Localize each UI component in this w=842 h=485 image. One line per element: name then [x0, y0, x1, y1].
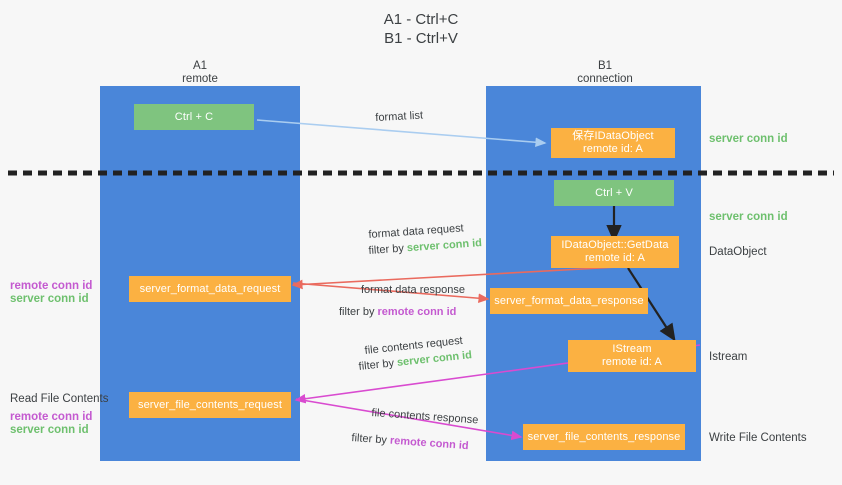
box-istream[interactable]: IStream remote id: A	[568, 340, 696, 372]
box-istream-line1: IStream	[612, 343, 652, 355]
label-remote-conn-id-lower: remote conn id	[10, 411, 93, 423]
edge-label-format-data-response-filter: filter by remote conn id	[339, 305, 456, 320]
label-dataobject: DataObject	[709, 246, 767, 258]
box-server-file-contents-response-label: server_file_contents_response	[527, 430, 681, 443]
box-idataobject-getdata-line2: remote id: A	[585, 252, 645, 264]
box-save-idataobject-line2: remote id: A	[583, 143, 643, 155]
column-header-b1-sub: connection	[577, 73, 633, 85]
box-server-file-contents-request[interactable]: server_file_contents_request	[129, 392, 291, 418]
label-server-conn-id-top: server conn id	[709, 133, 788, 145]
edge-label-format-data-response: format data response	[361, 284, 465, 296]
label-remote-conn-id-upper: remote conn id	[10, 280, 93, 292]
box-server-format-data-response[interactable]: server_format_data_response	[490, 288, 648, 314]
column-header-b1-name: B1	[597, 60, 613, 72]
column-header-a1-sub: remote	[182, 73, 218, 85]
box-server-file-contents-request-label: server_file_contents_request	[137, 398, 283, 411]
column-header-a1-name: A1	[192, 60, 208, 72]
box-idataobject-getdata-line1: IDataObject::GetData	[561, 239, 669, 251]
box-istream-line2: remote id: A	[602, 356, 662, 368]
box-idataobject-getdata[interactable]: IDataObject::GetData remote id: A	[551, 236, 679, 268]
edge-label-file-contents-response-filter: filter by remote conn id	[351, 431, 469, 454]
box-server-file-contents-response[interactable]: server_file_contents_response	[523, 424, 685, 450]
box-save-idataobject-line1: 保存IDataObject	[572, 130, 654, 142]
box-ctrl-v[interactable]: Ctrl + V	[554, 180, 674, 206]
label-server-conn-id-upper: server conn id	[10, 293, 89, 305]
edge-label-file-contents-response-filter-prefix: filter by	[351, 431, 391, 447]
column-header-b1: B1 connection	[505, 60, 705, 86]
edge-label-format-list: format list	[375, 109, 424, 124]
label-write-file-contents: Write File Contents	[709, 432, 807, 444]
label-server-conn-id-lower: server conn id	[10, 424, 89, 436]
box-server-format-data-request[interactable]: server_format_data_request	[129, 276, 291, 302]
label-read-file-contents: Read File Contents	[10, 393, 109, 405]
edge-label-file-contents-response-filter-value: remote conn id	[389, 434, 470, 453]
box-ctrl-c-label: Ctrl + C	[174, 110, 214, 123]
box-ctrl-c[interactable]: Ctrl + C	[134, 104, 254, 130]
edge-label-format-data-request-filter-prefix: filter by	[368, 242, 408, 257]
box-server-format-data-request-label: server_format_data_request	[139, 282, 281, 295]
box-save-idataobject[interactable]: 保存IDataObject remote id: A	[551, 128, 675, 158]
page-title: A1 - Ctrl+C B1 - Ctrl+V	[383, 11, 459, 47]
box-ctrl-v-label: Ctrl + V	[595, 186, 633, 199]
edge-label-format-data-response-filter-prefix: filter by	[339, 306, 378, 318]
edge-label-format-data-response-filter-value: remote conn id	[377, 306, 457, 318]
box-server-format-data-response-label: server_format_data_response	[494, 294, 644, 307]
edge-label-file-contents-request-filter-prefix: filter by	[358, 356, 398, 373]
label-istream: Istream	[709, 351, 748, 363]
edge-label-format-data-request-filter-value: server conn id	[406, 237, 483, 255]
column-header-a1: A1 remote	[100, 60, 300, 86]
edge-label-file-contents-response: file contents response	[371, 406, 479, 427]
label-server-conn-id-second: server conn id	[709, 211, 788, 223]
